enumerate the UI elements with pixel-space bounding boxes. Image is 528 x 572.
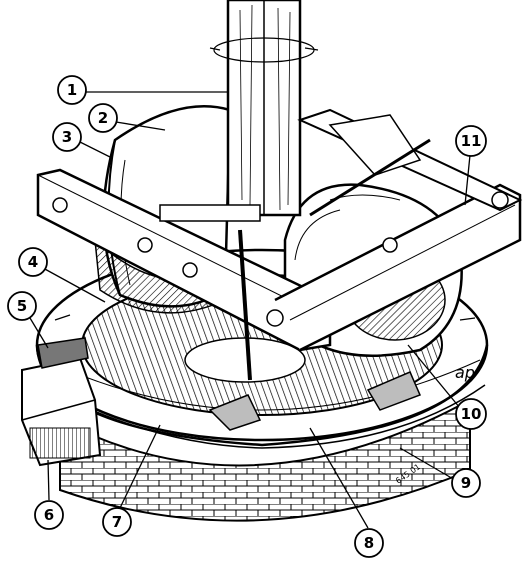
vertical-main-shaft [209, 0, 319, 217]
callout-4-label: 4 [28, 253, 38, 271]
callout-8-label: 8 [364, 534, 374, 552]
adjustment-linkage [238, 114, 431, 381]
callout-3-label: 3 [62, 128, 72, 146]
callout-7-label: 7 [112, 513, 122, 531]
callout-10-label: 10 [461, 405, 482, 423]
callout-9: 9 [451, 468, 481, 498]
callout-leaders [29, 91, 471, 529]
brick-base [59, 398, 471, 522]
callout-8: 8 [354, 528, 384, 558]
callout-11: 11 [455, 125, 487, 157]
artist-signature: ap [455, 363, 475, 382]
callout-9-label: 9 [461, 474, 471, 492]
callout-7: 7 [102, 507, 132, 537]
callout-2-label: 2 [98, 109, 108, 127]
frame-bolts [52, 191, 509, 327]
callout-11-label: 11 [461, 132, 482, 150]
callout-3: 3 [52, 122, 82, 152]
scraper-blades [208, 371, 422, 431]
callout-6: 6 [34, 500, 64, 530]
callout-4: 4 [18, 247, 48, 277]
discharge-chute [21, 337, 102, 467]
callout-6-label: 6 [44, 506, 54, 524]
callout-5: 5 [7, 291, 37, 321]
callout-1-label: 1 [67, 81, 77, 99]
callout-1: 1 [57, 75, 87, 105]
callout-5-label: 5 [17, 297, 27, 315]
callouts: 1 2 3 4 5 6 7 8 [7, 75, 487, 558]
cross-frame [36, 108, 523, 352]
callout-10: 10 [455, 398, 487, 430]
callout-2: 2 [88, 103, 118, 133]
